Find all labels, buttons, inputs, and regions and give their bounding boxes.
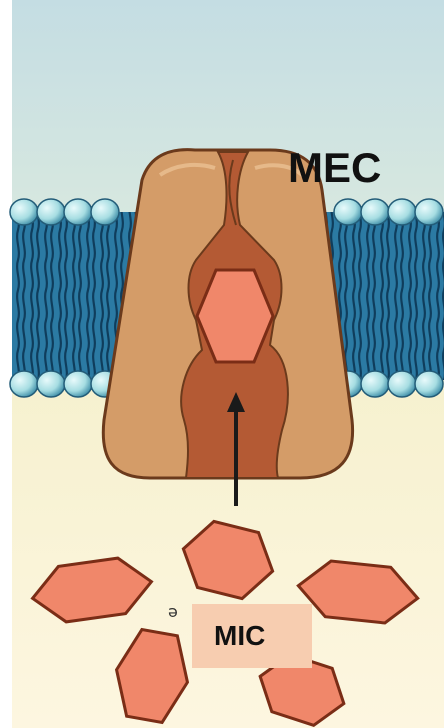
phospholipid-head bbox=[415, 371, 443, 397]
phospholipid-head bbox=[361, 371, 389, 397]
phospholipid-head bbox=[10, 371, 38, 397]
phospholipid-head bbox=[91, 199, 119, 225]
phospholipid-head bbox=[388, 199, 416, 225]
label-extracellular: MEC bbox=[288, 144, 381, 192]
phospholipid-head bbox=[64, 371, 92, 397]
phospholipid-head bbox=[10, 199, 38, 225]
phospholipid-head bbox=[388, 371, 416, 397]
phospholipid-head bbox=[37, 371, 65, 397]
label-intracellular: MIC bbox=[214, 620, 265, 652]
phospholipid-head bbox=[37, 199, 65, 225]
stray-mark: e bbox=[168, 604, 178, 623]
phospholipid-head bbox=[361, 199, 389, 225]
phospholipid-head bbox=[334, 199, 362, 225]
phospholipid-head bbox=[415, 199, 443, 225]
phospholipid-head bbox=[64, 199, 92, 225]
